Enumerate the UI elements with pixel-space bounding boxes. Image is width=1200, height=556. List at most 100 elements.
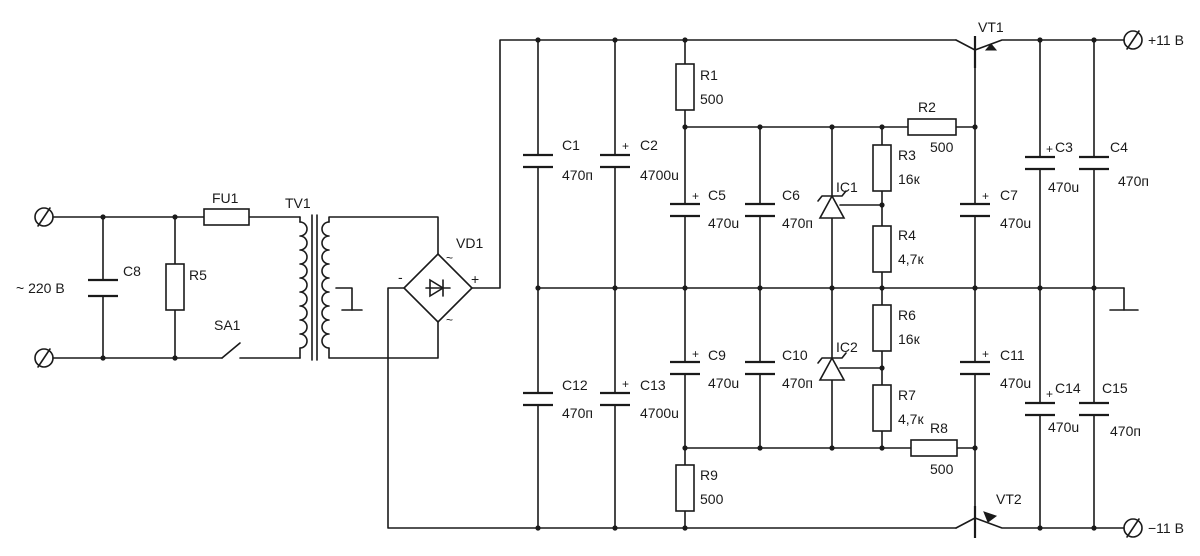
r4-value: 4,7к: [898, 251, 924, 267]
c14-name: C14: [1055, 380, 1081, 396]
c14-value: 470u: [1048, 419, 1079, 435]
vd1-name: VD1: [456, 235, 483, 251]
r1-name: R1: [700, 67, 718, 83]
capacitor-c12[interactable]: C12 470п: [523, 287, 593, 529]
transformer-tv1[interactable]: TV1: [285, 195, 363, 361]
c2-name: C2: [640, 137, 658, 153]
capacitor-c3[interactable]: + C3 470u: [1025, 39, 1079, 289]
r9-name: R9: [700, 467, 718, 483]
vd1-ac2: ~: [446, 313, 453, 327]
c13-plus: +: [622, 377, 629, 391]
r8-value: 500: [930, 461, 954, 477]
r7-name: R7: [898, 387, 916, 403]
c9-plus: +: [692, 347, 699, 361]
sa1-name: SA1: [214, 317, 241, 333]
fuse-fu1[interactable]: FU1: [203, 190, 250, 226]
c13-value: 4700u: [640, 405, 679, 421]
r6-name: R6: [898, 307, 916, 323]
capacitor-c9[interactable]: + C9 470u: [670, 287, 739, 449]
r2-name: R2: [918, 99, 936, 115]
transistor-vt1[interactable]: VT1: [955, 19, 1125, 68]
c2-value: 4700u: [640, 167, 679, 183]
c10-name: C10: [782, 347, 808, 363]
capacitor-c4[interactable]: C4 470п: [1079, 39, 1149, 289]
c8-name: C8: [123, 263, 141, 279]
c12-name: C12: [562, 377, 588, 393]
output-negative-label: −11 В: [1148, 520, 1184, 536]
capacitor-c5[interactable]: + C5 470u: [670, 126, 739, 289]
resistor-r7[interactable]: R7 4,7к: [872, 367, 924, 449]
capacitor-c10[interactable]: C10 470п: [745, 287, 813, 449]
capacitor-c2[interactable]: + C2 4700u: [600, 39, 679, 289]
capacitor-c13[interactable]: + C13 4700u: [600, 287, 679, 529]
capacitor-c1[interactable]: C1 470п: [523, 39, 593, 289]
c1-name: C1: [562, 137, 580, 153]
shunt-regulator-ic1[interactable]: IC1: [817, 126, 883, 289]
r8-name: R8: [930, 420, 948, 436]
output-terminal-negative[interactable]: −11 В: [1123, 518, 1184, 538]
c4-name: C4: [1110, 139, 1128, 155]
output-terminal-positive[interactable]: +11 В: [1123, 30, 1184, 50]
resistor-r2[interactable]: R2 500: [907, 99, 957, 155]
c5-value: 470u: [708, 215, 739, 231]
c5-plus: +: [692, 189, 699, 203]
vd1-minus: -: [398, 269, 403, 285]
ic2-name: IC2: [836, 339, 858, 355]
resistor-r9[interactable]: R9 500: [675, 447, 724, 529]
capacitor-c8[interactable]: C8: [88, 216, 141, 359]
output-positive-label: +11 В: [1148, 32, 1184, 48]
c5-name: C5: [708, 187, 726, 203]
c7-name: C7: [1000, 187, 1018, 203]
c9-value: 470u: [708, 375, 739, 391]
c6-value: 470п: [782, 215, 813, 231]
c12-value: 470п: [562, 405, 593, 421]
vd1-ac1: ~: [446, 251, 453, 265]
resistor-r8[interactable]: R8 500: [910, 420, 958, 477]
c15-name: C15: [1102, 380, 1128, 396]
bridge-rectifier-vd1[interactable]: VD1 - + ~ ~: [398, 235, 483, 327]
input-voltage-label: ~ 220 В: [16, 280, 65, 296]
shunt-regulator-ic2[interactable]: IC2: [817, 287, 883, 449]
capacitor-c6[interactable]: C6 470п: [745, 126, 813, 289]
c13-name: C13: [640, 377, 666, 393]
c3-value: 470u: [1048, 179, 1079, 195]
mains-input: ~ 220 В C8 R5 FU1 SA1: [16, 190, 301, 368]
resistor-r3[interactable]: R3 16к: [872, 126, 921, 206]
c11-value: 470u: [1000, 375, 1031, 391]
c6-name: C6: [782, 187, 800, 203]
c7-plus: +: [982, 189, 989, 203]
resistor-r1[interactable]: R1 500: [675, 39, 724, 128]
capacitor-c14[interactable]: + C14 470u: [1025, 287, 1081, 529]
c15-value: 470п: [1110, 423, 1141, 439]
ic1-name: IC1: [836, 179, 858, 195]
resistor-r5[interactable]: R5: [165, 216, 207, 359]
capacitor-c7[interactable]: + C7 470u: [960, 126, 1031, 289]
c4-value: 470п: [1118, 173, 1149, 189]
c11-name: C11: [1000, 347, 1025, 363]
capacitor-c11[interactable]: + C11 470u: [960, 287, 1031, 449]
vt2-name: VT2: [996, 491, 1022, 507]
resistor-r6[interactable]: R6 16к: [872, 287, 921, 369]
tv1-name: TV1: [285, 195, 311, 211]
c2-plus: +: [622, 139, 629, 153]
vd1-plus: +: [471, 271, 479, 287]
r6-value: 16к: [898, 331, 921, 347]
c14-plus: +: [1046, 387, 1053, 401]
resistor-r4[interactable]: R4 4,7к: [872, 204, 924, 289]
r3-value: 16к: [898, 171, 921, 187]
c10-value: 470п: [782, 375, 813, 391]
c3-plus: +: [1046, 142, 1053, 156]
c7-value: 470u: [1000, 215, 1031, 231]
vt1-name: VT1: [978, 19, 1004, 35]
r3-name: R3: [898, 147, 916, 163]
capacitor-c15[interactable]: C15 470п: [1079, 287, 1141, 529]
switch-sa1[interactable]: SA1: [214, 317, 241, 359]
transistor-vt2[interactable]: VT2: [955, 491, 1125, 538]
c11-plus: +: [982, 347, 989, 361]
fu1-name: FU1: [212, 190, 239, 206]
c3-name: C3: [1055, 139, 1073, 155]
c1-value: 470п: [562, 167, 593, 183]
r7-value: 4,7к: [898, 411, 924, 427]
c9-name: C9: [708, 347, 726, 363]
